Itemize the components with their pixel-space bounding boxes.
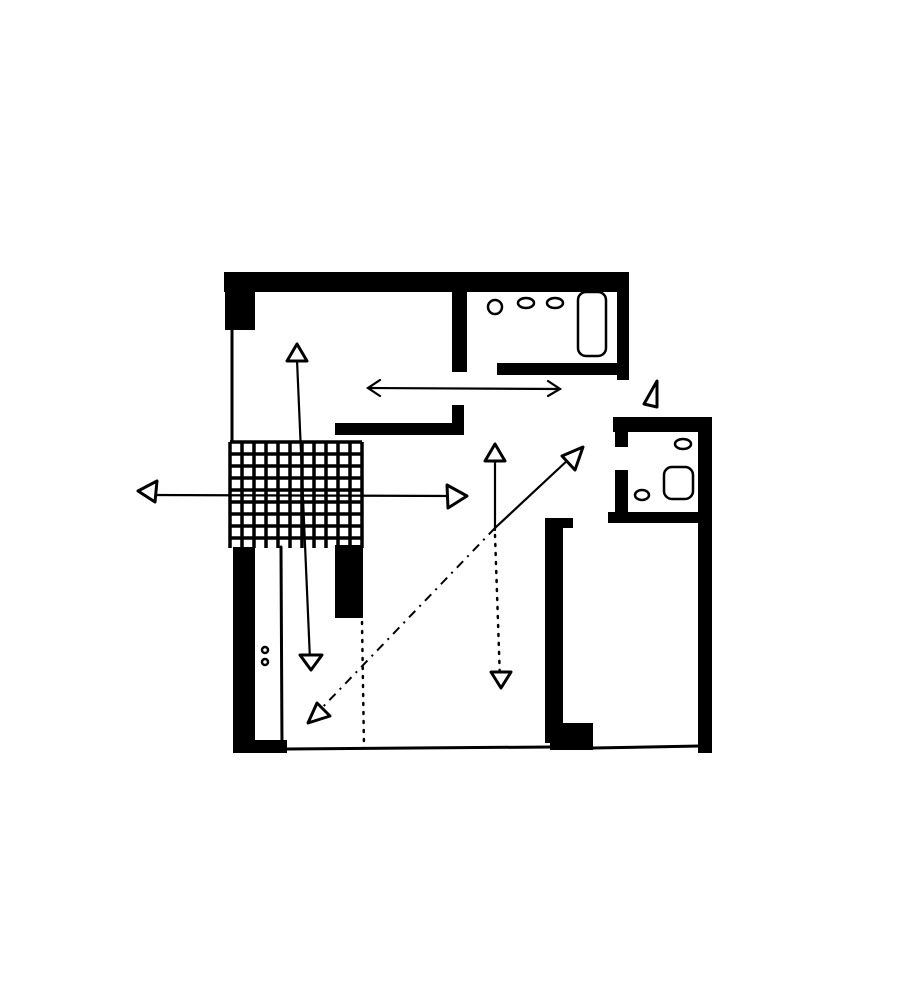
bathroom-bottom-wall <box>497 363 627 375</box>
arrow-head-diagonal-icon <box>306 701 332 725</box>
closet-knob-icon <box>260 645 270 655</box>
shower-tray-icon <box>662 465 695 501</box>
bottom-wall <box>285 745 552 751</box>
diagonal-arrow-line <box>493 456 572 530</box>
bathroom-right-wall <box>617 272 629 380</box>
circulation-arrows <box>136 342 659 725</box>
fixtures <box>260 290 695 667</box>
wc-top-wall <box>613 417 711 432</box>
top-left-corner-block <box>225 272 255 330</box>
wc-basin-icon <box>673 437 693 451</box>
walls <box>224 272 712 753</box>
left-wall-lower <box>233 547 255 753</box>
arrow-head-down-icon <box>489 670 513 690</box>
bedroom-bottom-block <box>550 723 593 750</box>
dotted-division-line <box>360 620 366 750</box>
wc-left-wall-lower <box>615 470 628 523</box>
closet-knob-icon <box>260 657 270 667</box>
dark-column <box>335 545 363 618</box>
bathtub-icon <box>576 290 608 358</box>
bottom-left-block <box>233 740 287 753</box>
horizontal-axis-arrow-line <box>148 493 457 498</box>
middle-wall-stub <box>452 405 464 435</box>
top-wall <box>224 272 629 292</box>
bedroom-wall-cap <box>545 518 573 528</box>
hall-double-arrow-line <box>366 386 562 391</box>
wc-toilet-icon <box>633 488 651 502</box>
right-outer-wall <box>698 417 712 753</box>
middle-wall <box>335 423 463 435</box>
arrow-head-right-icon <box>546 379 563 398</box>
bedroom-left-wall <box>545 518 563 743</box>
arrow-head-down-icon <box>298 653 324 672</box>
bidet-icon <box>545 296 565 310</box>
entrance-marker-icon <box>642 379 659 409</box>
living-vertical-dotted-line <box>493 533 502 682</box>
vertical-axis-arrow-line <box>295 358 312 662</box>
arrow-head-left-icon <box>366 378 382 398</box>
bedroom-bottom-wall <box>591 744 702 750</box>
arrow-head-right-icon <box>445 483 469 510</box>
bathroom-inner-wall <box>452 290 467 372</box>
washbasin-icon <box>486 298 504 316</box>
wc-bottom-wall <box>608 512 700 523</box>
wc-left-wall-upper <box>615 417 628 447</box>
arrow-head-up-icon <box>285 342 309 363</box>
arrow-head-up-icon <box>483 442 507 463</box>
arrow-head-diagonal-icon <box>560 445 585 472</box>
closet-line <box>279 545 284 750</box>
diagonal-dashed-line <box>317 527 496 713</box>
toilet-icon <box>516 296 536 310</box>
arrow-head-left-icon <box>136 479 159 504</box>
